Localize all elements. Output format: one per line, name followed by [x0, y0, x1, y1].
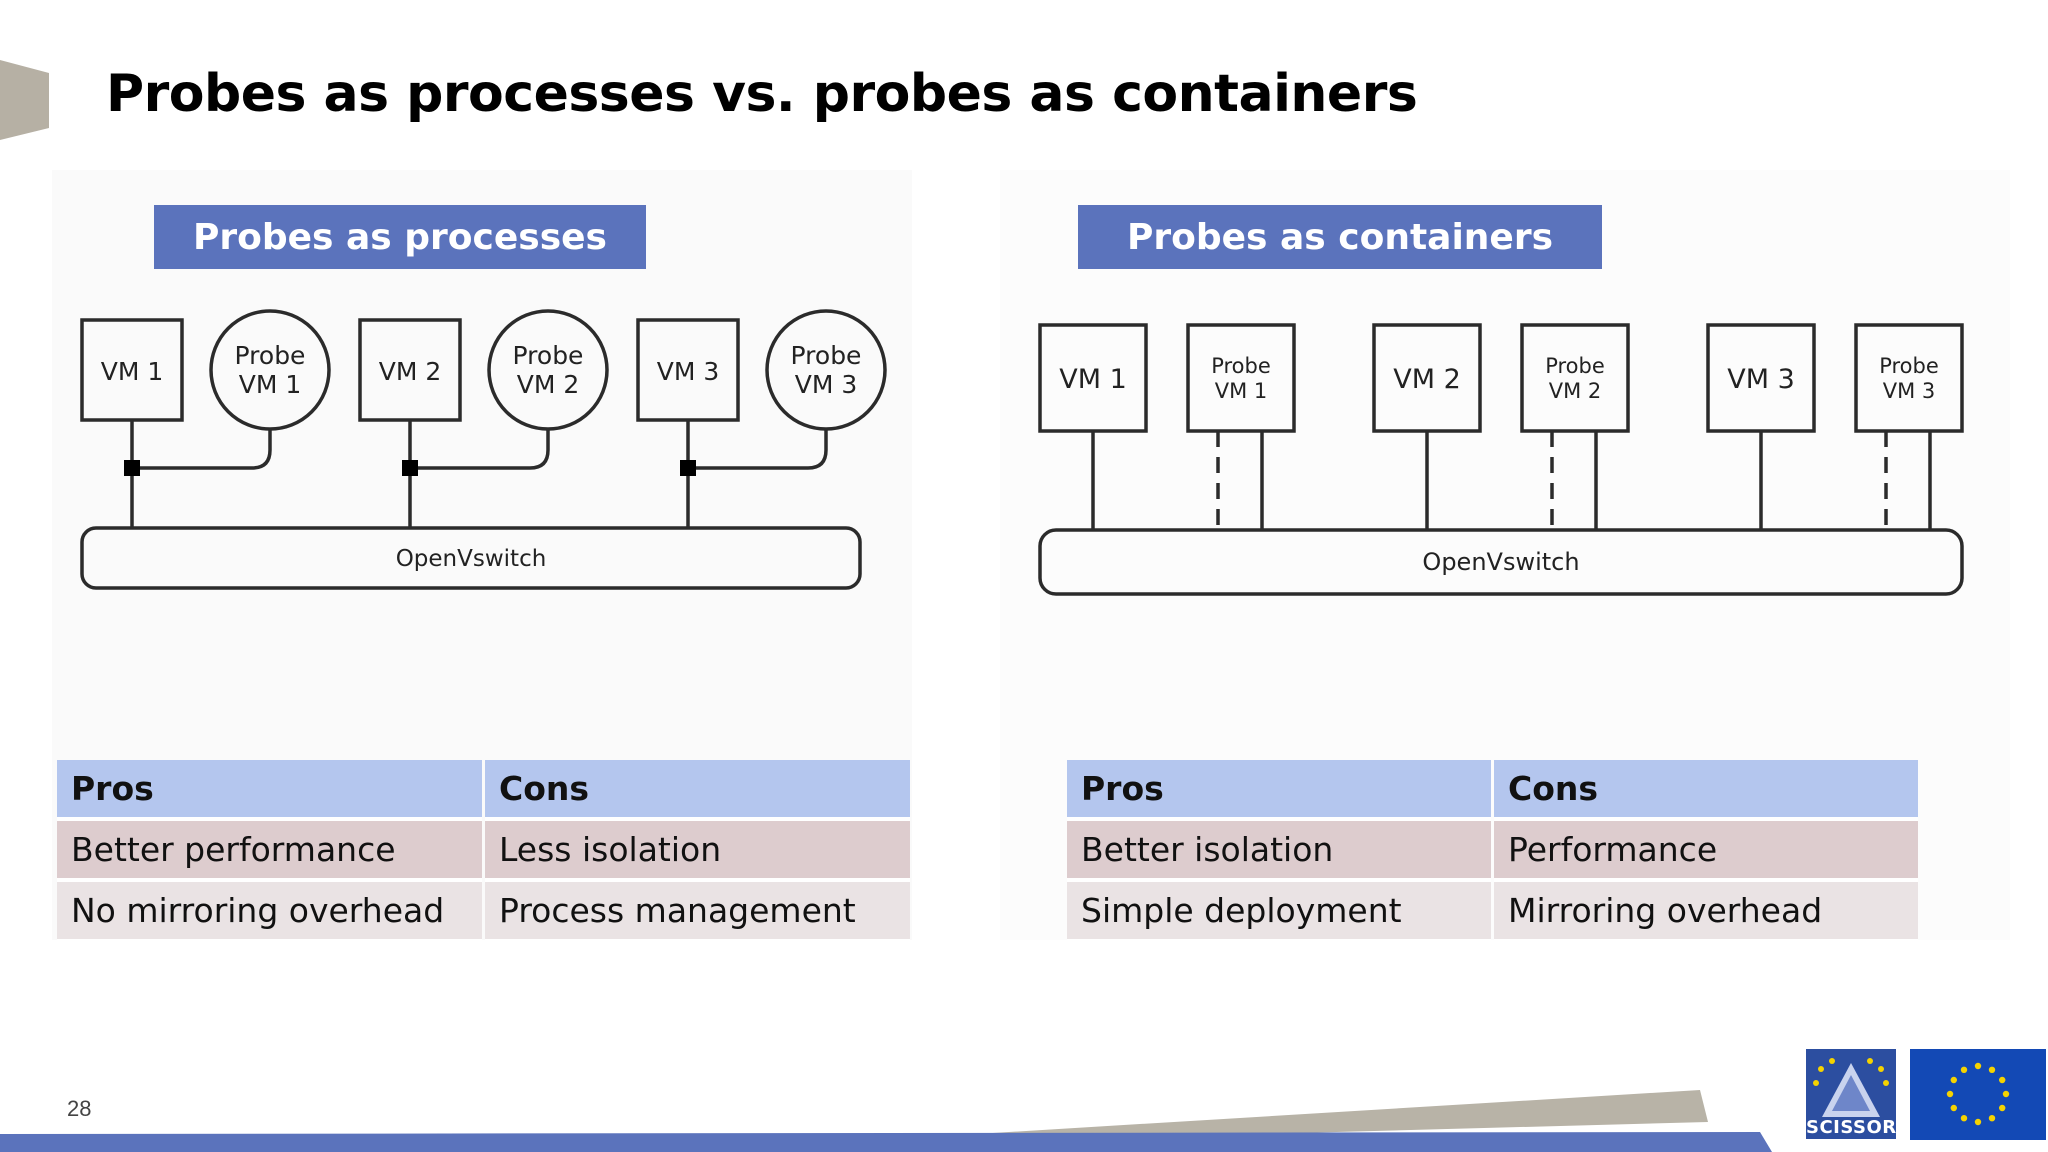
pros-header: Pros: [1067, 760, 1491, 821]
probe-label-line1: Probe: [513, 341, 584, 370]
eu-stars-icon: [1910, 1049, 2046, 1140]
panel-header-containers: Probes as containers: [1078, 205, 1602, 269]
vm-label: VM 3: [1727, 364, 1795, 395]
cons-header: Cons: [1494, 760, 1918, 821]
table-cell: Performance: [1494, 821, 1918, 882]
table-row: Better isolation Performance: [1067, 821, 1918, 882]
openvswitch-bar: [80, 526, 862, 590]
scissor-emblem-icon: [1806, 1049, 1896, 1139]
vm-label: VM 3: [657, 357, 720, 386]
pros-cons-table-processes: Pros Cons Better performance Less isolat…: [54, 760, 913, 943]
vm-label: VM 2: [1393, 364, 1461, 395]
diagram-probes-as-processes: VM 1 VM 2 VM 3 Probe VM 1 Probe VM 2 Pro…: [80, 309, 887, 590]
footer-gray-wedge: [960, 1090, 1708, 1140]
probe-label-line2: VM 3: [795, 370, 858, 399]
table-row: No mirroring overhead Process management: [57, 882, 910, 943]
probe-label-line1: Probe: [791, 341, 862, 370]
scissor-logo: SCISSOR: [1806, 1049, 1896, 1139]
table-cell: No mirroring overhead: [57, 882, 482, 943]
table-row: Better performance Less isolation: [57, 821, 910, 882]
diagram-probes-as-containers: VM 1 VM 2 VM 3 Probe VM 1 Probe VM 2 Pro…: [1038, 323, 1964, 596]
table-header-row: Pros Cons: [57, 760, 910, 821]
mirror-port-icon: [680, 460, 696, 476]
probe-link: [410, 429, 550, 470]
table-cell: Process management: [485, 882, 910, 943]
mirror-port-icon: [402, 460, 418, 476]
table-row: Simple deployment Mirroring overhead: [1067, 882, 1918, 943]
table-cell: Better performance: [57, 821, 482, 882]
mirror-port-icon: [124, 460, 140, 476]
probe-container-box: [1520, 323, 1630, 433]
table-cell: Mirroring overhead: [1494, 882, 1918, 943]
probe-link: [132, 429, 272, 470]
vm-label: VM 2: [379, 357, 442, 386]
page-number: 28: [67, 1096, 92, 1121]
pros-header: Pros: [57, 760, 482, 821]
title-accent-tab: [0, 60, 49, 140]
probe-label-line1: Probe: [235, 341, 306, 370]
table-cell: Better isolation: [1067, 821, 1491, 882]
vm-label: VM 1: [101, 357, 164, 386]
probe-container-box: [1854, 323, 1964, 433]
probe-link: [688, 429, 828, 470]
probe-label-line2: VM 2: [517, 370, 580, 399]
table-cell: Simple deployment: [1067, 882, 1491, 943]
probe-label-line1: Probe: [1879, 354, 1939, 378]
probe-label-line2: VM 2: [1549, 379, 1602, 403]
probe-label-line1: Probe: [1211, 354, 1271, 378]
probe-label-line2: VM 1: [239, 370, 302, 399]
scissor-logo-text: SCISSOR: [1806, 1117, 1897, 1138]
cons-header: Cons: [485, 760, 910, 821]
footer-blue-band: [0, 1132, 1772, 1152]
pros-cons-table-containers: Pros Cons Better isolation Performance S…: [1064, 760, 1921, 943]
openvswitch-label: OpenVswitch: [396, 546, 547, 572]
openvswitch-bar: [1038, 528, 1964, 596]
slide-title: Probes as processes vs. probes as contai…: [106, 64, 1418, 124]
vm-label: VM 1: [1059, 364, 1127, 395]
probe-label-line2: VM 3: [1883, 379, 1936, 403]
probe-label-line1: Probe: [1545, 354, 1605, 378]
table-cell: Less isolation: [485, 821, 910, 882]
probe-label-line2: VM 1: [1215, 379, 1268, 403]
probe-container-box: [1186, 323, 1296, 433]
eu-flag-logo: [1910, 1049, 2046, 1140]
panel-header-processes: Probes as processes: [154, 205, 646, 269]
table-header-row: Pros Cons: [1067, 760, 1918, 821]
openvswitch-label: OpenVswitch: [1422, 548, 1579, 576]
